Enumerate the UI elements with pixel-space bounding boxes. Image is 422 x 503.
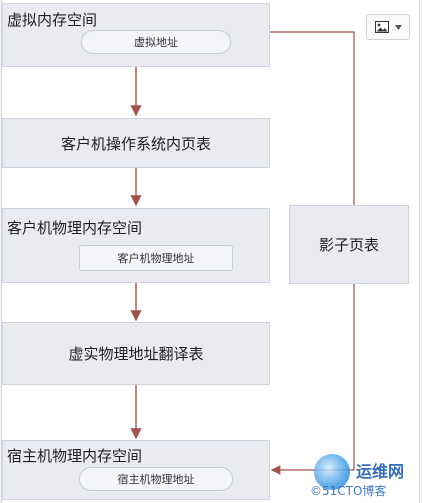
- watermark-line-2: ©51CTO博客: [310, 484, 387, 498]
- virtual-memory-space-title: 虚拟内存空间: [7, 11, 98, 29]
- guest-os-page-table-label: 客户机操作系统内页表: [60, 134, 211, 153]
- host-physical-memory-box: 宿主机物理内存空间 宿主机物理地址: [2, 440, 270, 500]
- virtual-address-pill: 虚拟地址: [81, 30, 231, 54]
- guest-physical-memory-title: 客户机物理内存空间: [7, 219, 143, 237]
- shadow-page-table-box: 影子页表: [289, 205, 409, 284]
- image-options-button[interactable]: [366, 14, 410, 40]
- shadow-path-top: [270, 31, 355, 205]
- shadow-path-bottom: [270, 284, 355, 475]
- watermark: 运维网 ©51CTO博客: [304, 452, 422, 503]
- watermark-logo-icon: [314, 454, 350, 490]
- guest-physical-memory-box: 客户机物理内存空间 客户机物理地址: [2, 208, 270, 283]
- translation-table-box: 虚实物理地址翻译表: [2, 322, 270, 385]
- host-physical-address-pill: 宿主机物理地址: [79, 467, 233, 491]
- image-icon: [374, 21, 389, 33]
- shadow-page-table-label: 影子页表: [318, 236, 379, 254]
- translation-table-label: 虚实物理地址翻译表: [68, 345, 204, 363]
- guest-physical-address-pill: 客户机物理地址: [79, 245, 233, 271]
- caret-down-icon: [394, 24, 402, 30]
- guest-os-page-table-box: 客户机操作系统内页表: [2, 118, 270, 168]
- host-physical-memory-title: 宿主机物理内存空间: [7, 447, 143, 465]
- virtual-memory-space-box: 虚拟内存空间 虚拟地址: [2, 3, 270, 67]
- watermark-line-1: 运维网: [356, 462, 405, 481]
